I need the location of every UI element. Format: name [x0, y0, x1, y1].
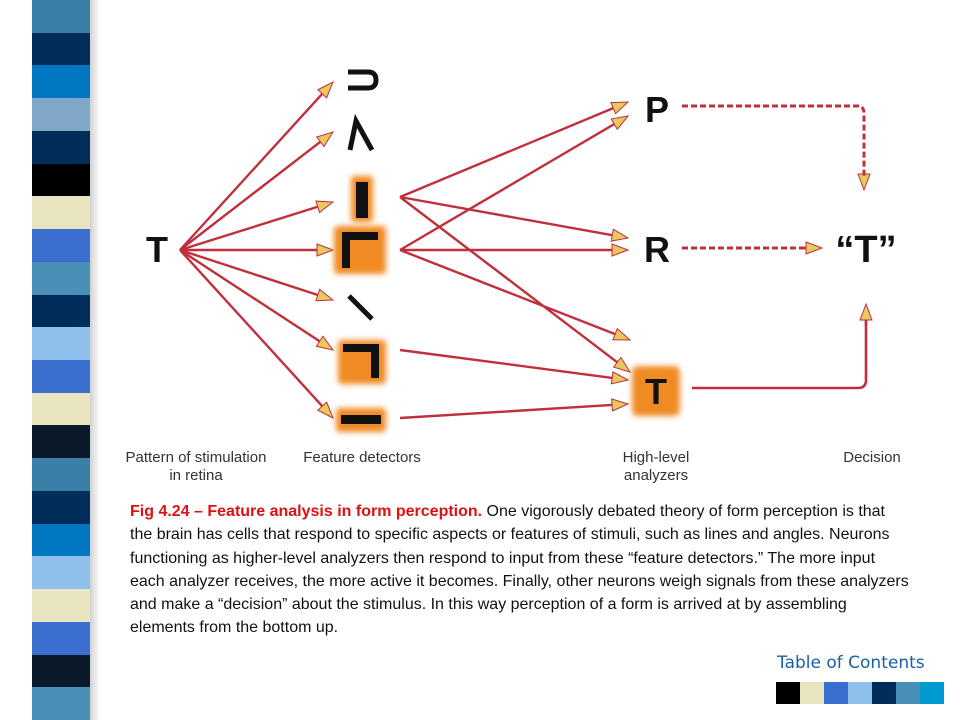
stripe-block — [32, 687, 90, 720]
stripe-block — [32, 360, 90, 394]
stripe-block — [32, 65, 90, 99]
analyzer-r: R — [644, 229, 670, 270]
stripe-block — [32, 327, 90, 361]
solid-connector — [692, 320, 868, 390]
dashed-connections — [682, 104, 868, 390]
toc-color-block — [824, 682, 848, 704]
feature-vertical-icon — [356, 182, 368, 218]
label-retina: Pattern of stimulation in retina — [125, 449, 267, 484]
stripe-block — [32, 130, 90, 165]
stripe-block — [32, 32, 90, 66]
stripe-block — [32, 98, 90, 132]
stripe-block — [32, 621, 90, 656]
stripe-shadow — [90, 0, 100, 720]
toc-color-block — [848, 682, 872, 704]
stripe-block — [32, 654, 90, 688]
stripe-block — [32, 163, 90, 197]
arrow — [179, 200, 335, 252]
stripe-block — [32, 261, 90, 296]
toc-color-block — [920, 682, 944, 704]
arrow — [399, 115, 630, 252]
retina-letter-t: T — [146, 229, 168, 270]
arrow — [399, 101, 630, 199]
toc-color-block — [800, 682, 824, 704]
figure-caption: Fig 4.24 – Feature analysis in form perc… — [130, 500, 910, 640]
stripe-block — [32, 589, 90, 623]
stripe-block — [32, 229, 90, 263]
feature-corner-right-icon — [343, 344, 379, 378]
stripe-block — [32, 392, 90, 426]
feature-horizontal-icon — [341, 415, 381, 424]
toc-color-blocks — [776, 682, 944, 704]
arrow — [179, 248, 335, 351]
feature-corner-icon — [342, 232, 378, 268]
stripe-block — [32, 196, 90, 230]
connection-arrows — [179, 80, 873, 420]
stripe-block — [32, 425, 90, 459]
arrow — [400, 243, 630, 257]
label-feature-detectors: Feature detectors — [303, 449, 421, 466]
arrow — [399, 398, 630, 420]
arrow — [179, 131, 335, 251]
arrow — [399, 196, 632, 373]
stripe-block — [32, 0, 90, 34]
stripe-block — [32, 458, 90, 492]
arrow — [399, 248, 632, 341]
arrow — [399, 195, 630, 242]
label-decision: Decision — [843, 449, 901, 466]
decision-output: “T” — [835, 229, 896, 271]
caption-body: One vigorously debated theory of form pe… — [130, 503, 909, 637]
table-of-contents-link[interactable]: Table of Contents — [777, 653, 925, 673]
arrow — [179, 80, 334, 251]
label-analyzers: High-level analyzers — [622, 449, 690, 484]
stripe-block — [32, 523, 90, 557]
stripe-block — [32, 294, 90, 328]
stripe-block — [32, 556, 90, 590]
arrow — [179, 249, 334, 420]
analyzer-t-highlight — [632, 366, 680, 416]
caption-lead: Fig 4.24 – Feature analysis in form perc… — [130, 503, 483, 520]
decorative-stripe — [32, 0, 90, 720]
toc-color-block — [776, 682, 800, 704]
feature-curve-icon — [348, 69, 379, 91]
dashed-connector — [682, 104, 866, 176]
toc-color-block — [872, 682, 896, 704]
stripe-block — [32, 490, 90, 525]
arrow — [180, 243, 335, 257]
analyzer-t: T — [645, 371, 667, 412]
toc-color-block — [896, 682, 920, 704]
analyzer-p: P — [645, 89, 669, 130]
arrow — [399, 348, 630, 385]
feature-analysis-diagram: T P R T “T” — [146, 69, 897, 432]
feature-detectors — [334, 69, 386, 432]
arrow — [179, 248, 335, 302]
feature-diagonal-icon — [347, 294, 374, 321]
feature-angle-icon — [347, 113, 375, 152]
